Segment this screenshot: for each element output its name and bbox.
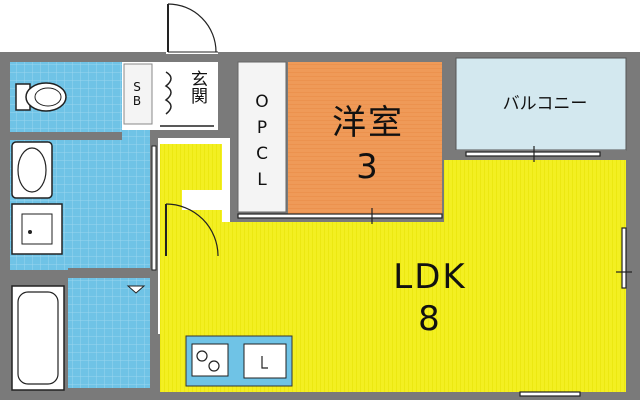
ldk-label: LDK bbox=[393, 257, 467, 297]
balcony-floor bbox=[455, 57, 627, 151]
ldk-window-icon bbox=[616, 227, 632, 289]
western-room-label: 洋室 bbox=[332, 103, 404, 143]
sink-icon bbox=[243, 343, 287, 379]
western-room-size: 3 bbox=[356, 147, 380, 187]
bottom-window-icon bbox=[519, 391, 581, 397]
hall-door-icon bbox=[165, 203, 219, 257]
ldk-size: 8 bbox=[418, 299, 442, 339]
kitchen-counter bbox=[185, 335, 293, 387]
entrance-door-icon bbox=[166, 2, 218, 54]
wash-wall bbox=[68, 268, 150, 278]
drain-mark-icon bbox=[126, 285, 146, 294]
shoe-box-label: SB bbox=[130, 80, 144, 108]
bathtub-icon bbox=[11, 285, 65, 391]
ldk-floor bbox=[160, 144, 626, 392]
washing-machine-icon bbox=[11, 203, 63, 255]
washroom-sliding-door-icon bbox=[151, 145, 157, 271]
toilet-wall bbox=[10, 132, 122, 140]
closet bbox=[237, 61, 287, 213]
balcony-label: バルコニー bbox=[502, 94, 588, 114]
bath-floor bbox=[68, 278, 150, 388]
balcony-sliding-door-icon bbox=[465, 146, 601, 162]
entrance-label: 玄関 bbox=[187, 70, 207, 104]
western-room-sliding-door-icon bbox=[237, 208, 443, 224]
western-room-floor bbox=[288, 62, 442, 214]
shoe-box bbox=[123, 63, 153, 125]
entrance-step-icon bbox=[160, 71, 214, 127]
wash-basin-icon bbox=[11, 141, 53, 199]
toilet-icon bbox=[15, 82, 67, 112]
stove-icon bbox=[191, 343, 229, 377]
closet-label: OPCL bbox=[252, 92, 272, 196]
